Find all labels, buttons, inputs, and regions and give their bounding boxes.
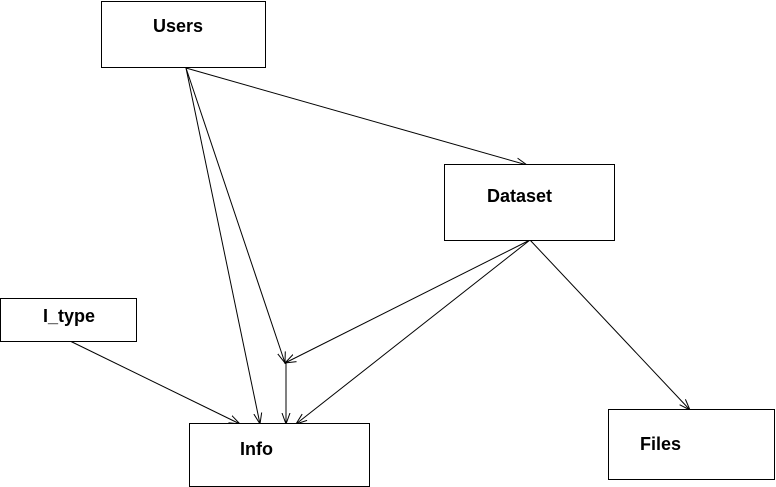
node-info-box: [189, 423, 370, 487]
node-info[interactable]: Info: [189, 423, 370, 487]
node-files[interactable]: Files: [608, 409, 775, 480]
edge-users-junction: [185, 67, 285, 363]
node-files-box: [608, 409, 775, 480]
node-dataset[interactable]: Dataset: [444, 164, 615, 241]
edge-users-info-left: [185, 67, 260, 424]
node-users-label: Users: [153, 16, 203, 36]
node-users[interactable]: Users: [101, 1, 266, 68]
edge-dataset-info: [296, 239, 531, 424]
edge-dataset-junction: [285, 239, 531, 363]
node-i-type[interactable]: I_type: [0, 298, 137, 342]
node-i-type-box: [0, 298, 137, 342]
edge-users-dataset: [185, 67, 527, 165]
edges: [69, 67, 690, 424]
node-info-label: Info: [240, 439, 273, 459]
edge-itype-info: [69, 340, 240, 424]
node-dataset-box: [444, 164, 615, 241]
edge-dataset-files: [529, 239, 690, 410]
node-users-box: [101, 1, 266, 68]
node-files-label: Files: [640, 434, 681, 454]
node-dataset-label: Dataset: [487, 186, 552, 206]
node-i-type-label: I_type: [43, 306, 95, 326]
